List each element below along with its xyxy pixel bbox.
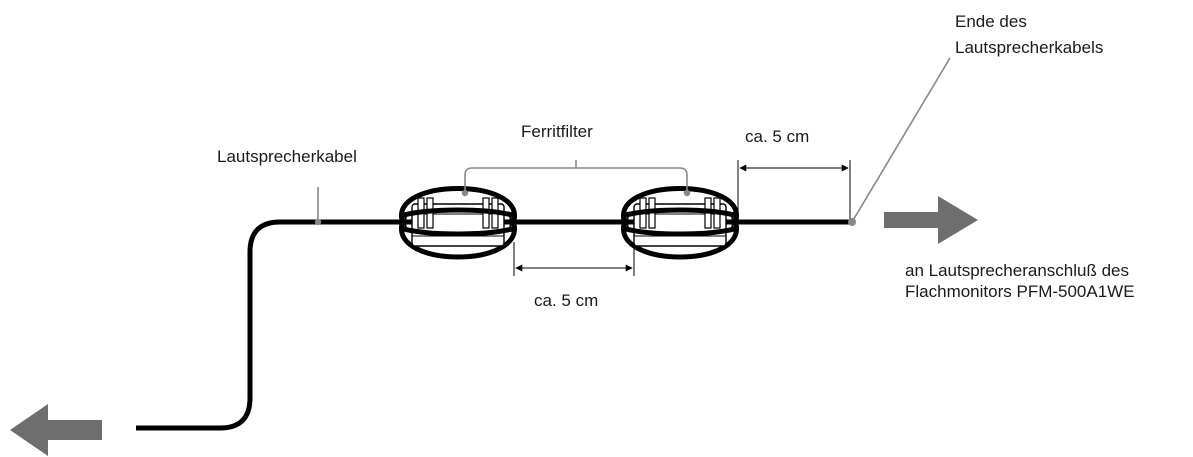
ferrite-core-left xyxy=(400,189,516,258)
speaker-cable xyxy=(136,219,852,431)
label-speaker-cable: Lautsprecherkabel xyxy=(217,147,357,166)
label-connection-2: Flachmonitors PFM-500A1WE xyxy=(905,282,1135,301)
label-cable-end-2: Lautsprecherkabels xyxy=(955,38,1104,57)
label-distance-between: ca. 5 cm xyxy=(534,291,599,310)
label-distance-end: ca. 5 cm xyxy=(745,127,810,146)
label-cable-end-1: Ende des xyxy=(955,12,1027,31)
label-ferrite-filter: Ferritfilter xyxy=(521,122,593,141)
arrow-right-icon xyxy=(884,196,978,244)
label-connection-1: an Lautsprecheranschluß des xyxy=(905,261,1129,280)
ferrite-core-right xyxy=(622,189,738,258)
arrow-left-icon xyxy=(10,404,102,456)
cable-end-leader-line xyxy=(851,57,951,223)
cable-leader-dot xyxy=(314,218,322,226)
